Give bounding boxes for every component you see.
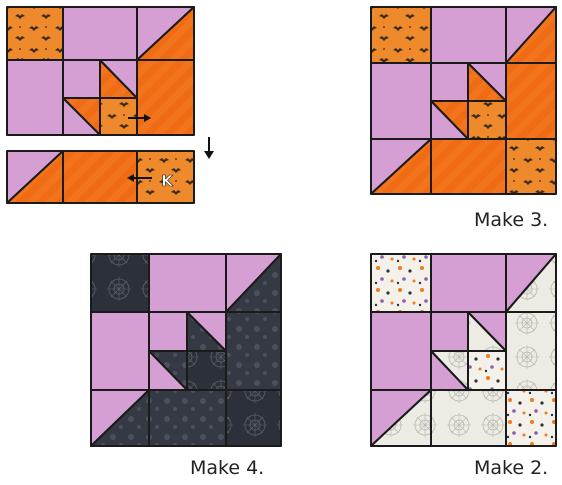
make-count-white: Make 2. [474,457,548,479]
make-count-orange: Make 3. [474,209,548,231]
make-count-black: Make 4. [190,457,264,479]
assembly-step-diagram [7,7,214,203]
finished-block-orange [371,7,556,194]
finished-block-black [91,254,281,446]
step-label-k: K [161,172,174,190]
finished-block-white [371,254,556,446]
